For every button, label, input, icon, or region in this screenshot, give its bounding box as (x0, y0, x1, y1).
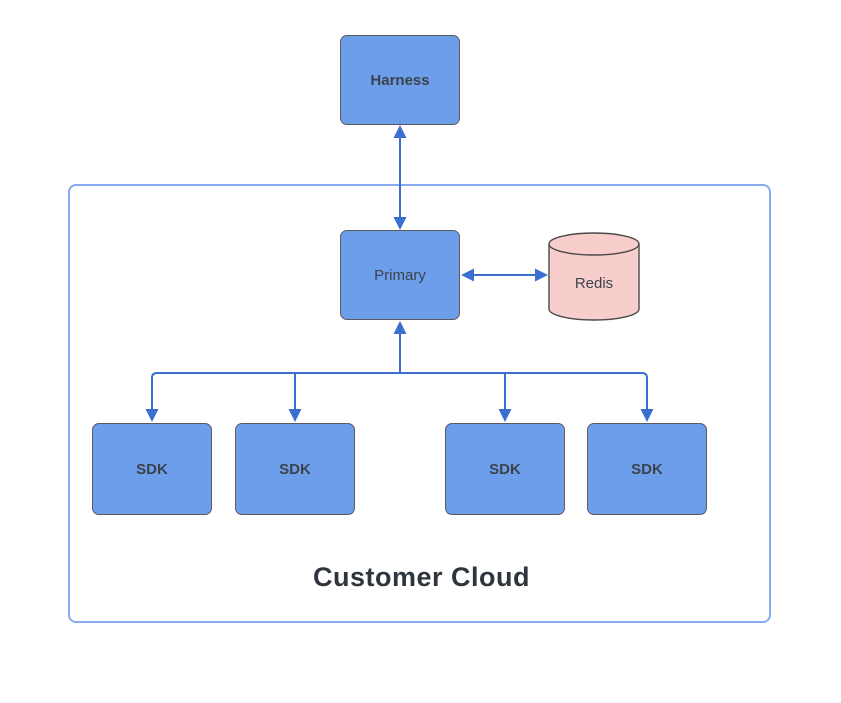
customer-cloud-label: Customer Cloud (312, 562, 530, 592)
redis-label: Redis (574, 275, 614, 292)
sdk-label: SDK (489, 460, 521, 478)
sdk-label: SDK (136, 460, 168, 478)
sdk-label: SDK (631, 460, 663, 478)
sdk-node-3: SDK (445, 423, 565, 515)
sdk-node-4: SDK (587, 423, 707, 515)
sdk-node-2: SDK (235, 423, 355, 515)
redis-node: Redis (548, 231, 640, 322)
arrowhead-up-icon (393, 125, 407, 138)
harness-label: Harness (370, 71, 430, 89)
sdk-label: SDK (279, 460, 311, 478)
sdk-node-1: SDK (92, 423, 212, 515)
primary-label: Primary (374, 266, 426, 284)
harness-node: Harness (340, 35, 460, 125)
primary-node: Primary (340, 230, 460, 320)
database-cylinder-icon (548, 232, 640, 321)
